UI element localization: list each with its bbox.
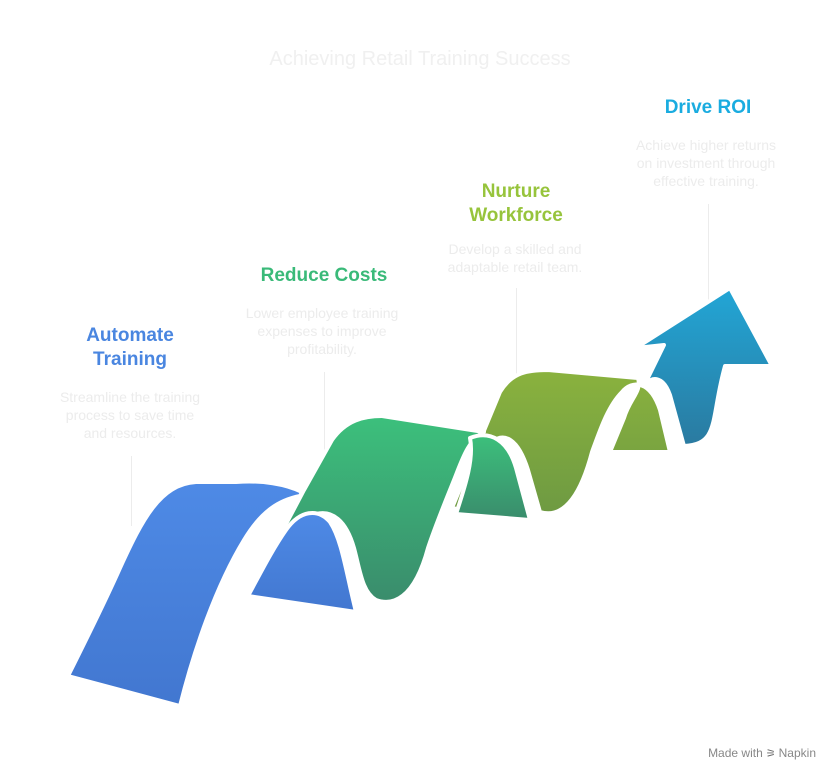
- step-3-title: Nurture Workforce: [469, 181, 563, 226]
- segment-automate-training: [66, 479, 358, 708]
- segment-drive-roi: [634, 286, 774, 448]
- step-3-description: Develop a skilled and adaptable retail t…: [447, 241, 583, 275]
- step-1-connector: [131, 456, 132, 526]
- footer-attribution: Made with ⚞ Napkin: [708, 746, 816, 760]
- step-2-connector: [324, 372, 325, 458]
- made-with-label: Made with: [708, 746, 763, 760]
- napkin-logo-icon: ⚞: [765, 747, 776, 760]
- step-2-title: Reduce Costs: [260, 265, 388, 286]
- step-3-connector: [516, 288, 517, 384]
- step-4-description: Achieve higher returns on investment thr…: [635, 137, 777, 189]
- step-4-title: Drive ROI: [664, 97, 752, 118]
- step-1-title: Automate Training: [86, 325, 174, 370]
- diagram-title: Achieving Retail Training Success: [269, 48, 571, 70]
- step-2-description: Lower employee training expenses to impr…: [245, 305, 399, 357]
- step-1-description: Streamline the training process to save …: [59, 389, 201, 441]
- napkin-brand: Napkin: [778, 746, 816, 760]
- step-4-connector: [708, 204, 709, 300]
- segment-reduce-costs: [246, 414, 532, 604]
